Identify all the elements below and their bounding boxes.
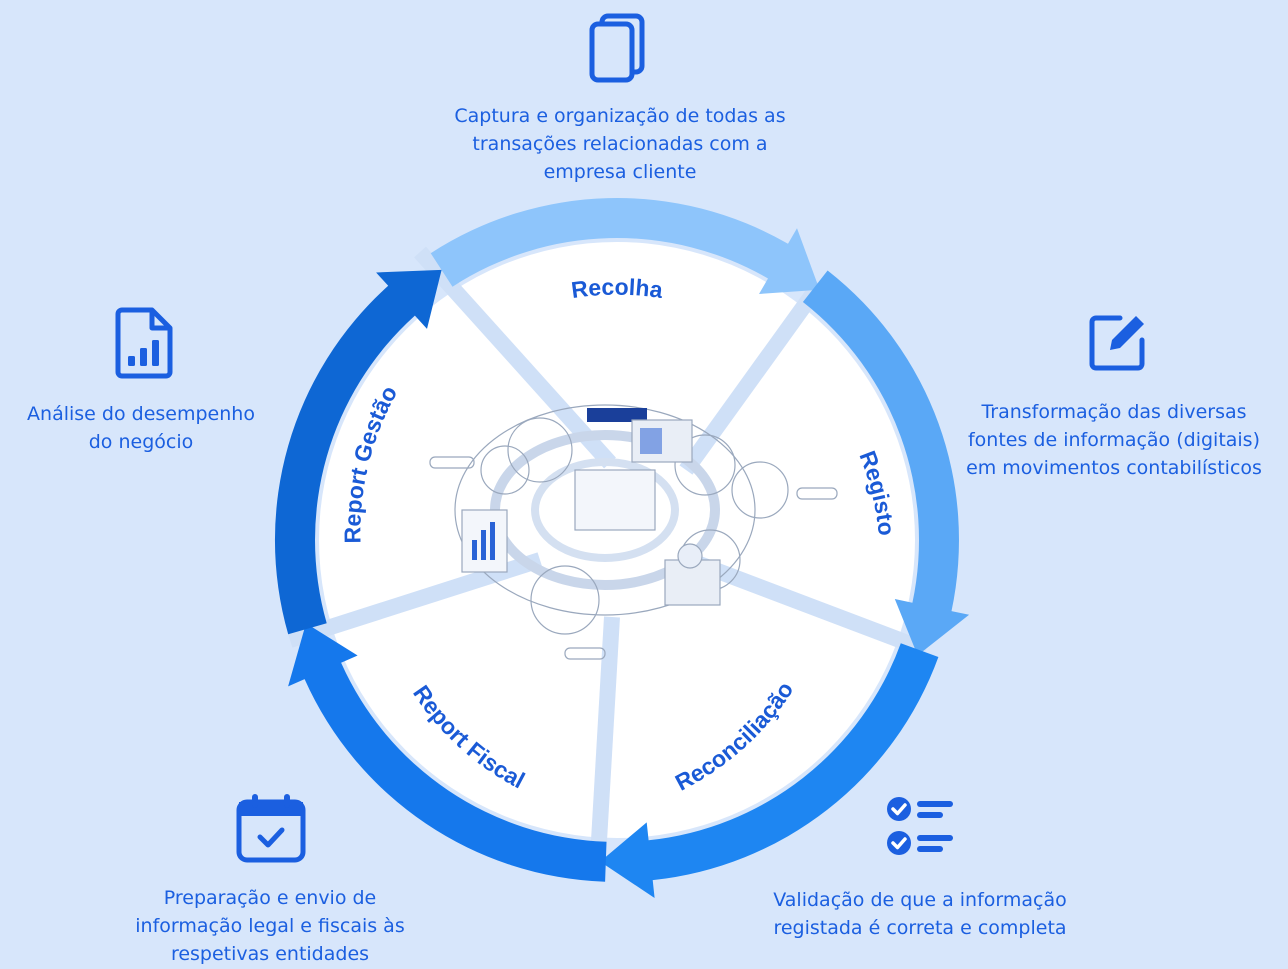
arrow-recolha — [430, 197, 820, 294]
stage-description-recolha: Captura e organização de todas as transa… — [454, 105, 786, 183]
stage-description-registo: Transformação das diversas fontes de inf… — [966, 401, 1262, 479]
arrow-report-gestao — [274, 269, 442, 635]
cycle-disc — [319, 242, 915, 838]
stage-label-recolha: Recolha — [570, 274, 665, 304]
arrow-report-fiscal — [288, 623, 607, 882]
calendar-check-icon — [236, 794, 306, 863]
central-illustration — [429, 404, 838, 660]
stage-description-report-gestao: Análise do desempenho do negócio — [27, 403, 255, 453]
segment-separators — [287, 246, 929, 859]
arrow-reconciliacao — [600, 643, 939, 898]
stage-description-report-fiscal: Preparação e envio de informação legal e… — [135, 887, 405, 965]
checklist-icon — [887, 797, 953, 855]
arrow-registo — [802, 270, 970, 656]
report-chart-icon — [115, 307, 173, 379]
documents-icon — [589, 13, 645, 83]
stage-description-reconciliacao: Validação de que a informação registada … — [773, 889, 1067, 939]
edit-pencil-icon — [1089, 315, 1145, 371]
